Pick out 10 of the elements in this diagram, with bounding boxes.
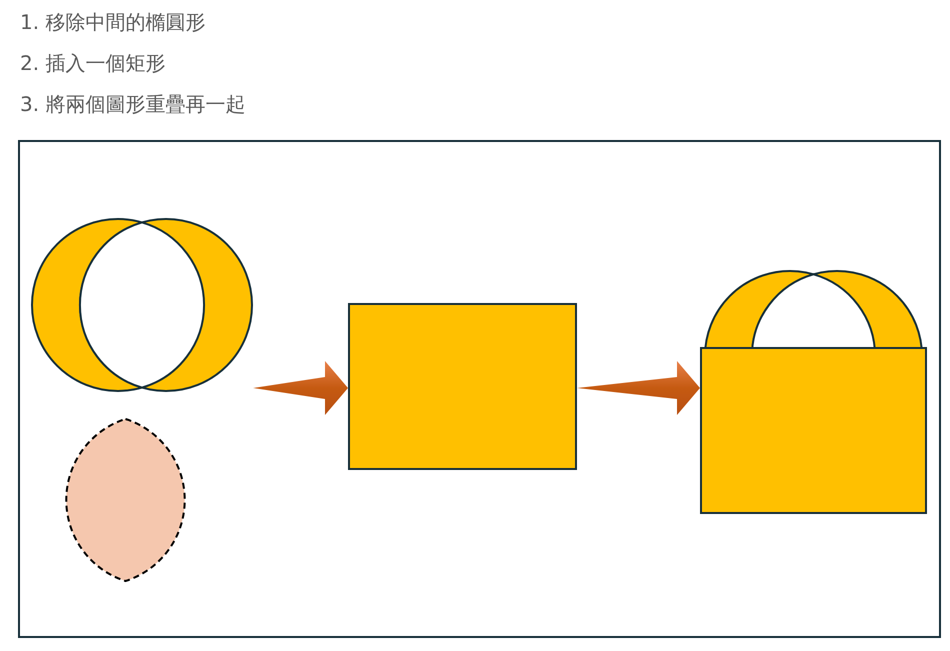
dashed-lens-shape: [63, 418, 188, 582]
overlapping-circles-drawing: [31, 218, 253, 392]
step-text: 1. 移除中間的橢圓形: [20, 9, 206, 36]
step-text: 2. 插入一個矩形: [20, 50, 166, 77]
arch-rectangle-drawing: [700, 271, 927, 514]
arrow: [577, 361, 700, 415]
frame-box: [18, 140, 941, 638]
rectangle-shape: [348, 303, 577, 470]
arrow: [253, 361, 348, 415]
step-text: 3. 將兩個圖形重疊再一起: [20, 91, 246, 118]
